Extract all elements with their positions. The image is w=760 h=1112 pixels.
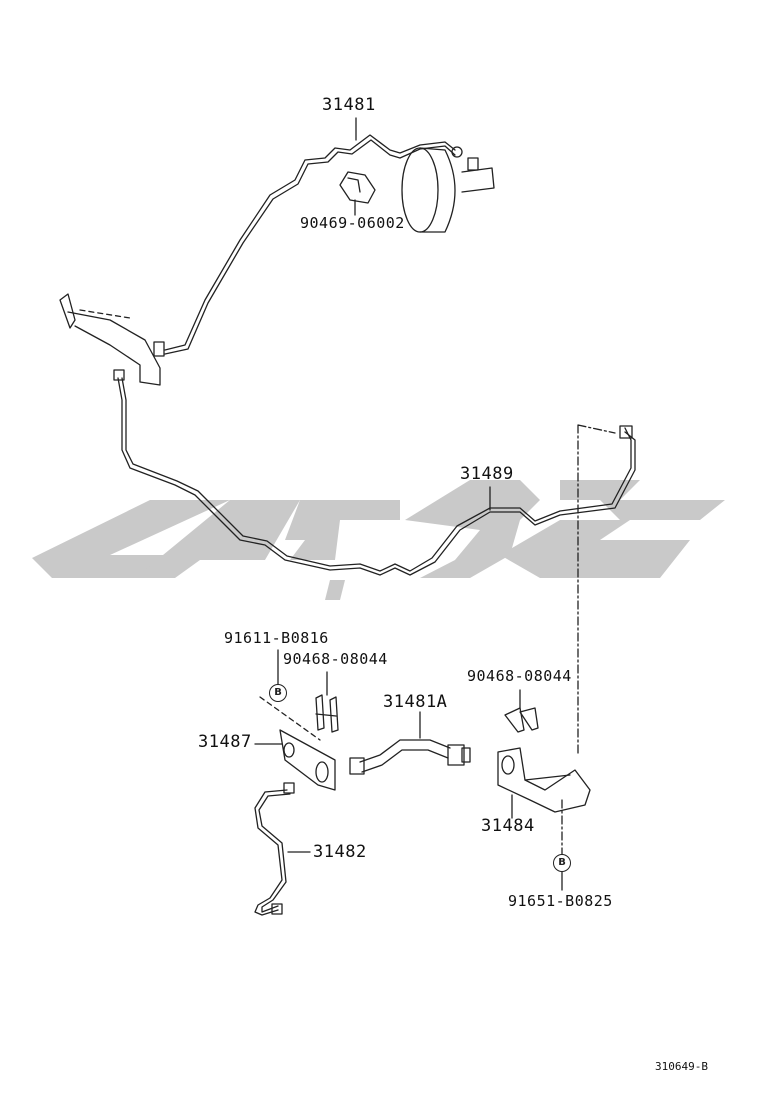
bracket-upper-left <box>59 293 165 386</box>
brake-booster-assembly <box>401 146 495 233</box>
pipe-31482 <box>254 782 311 916</box>
guide-line-right <box>577 424 616 756</box>
watermark-logo <box>32 480 725 600</box>
label-91651-B0825: 91651-B0825 <box>508 892 613 910</box>
label-90468-08044-right: 90468-08044 <box>467 667 572 685</box>
label-91611-B0816: 91611-B0816 <box>224 629 329 647</box>
pipe-31489 <box>113 369 636 576</box>
label-31484: 31484 <box>481 816 535 836</box>
bracket-31484 <box>497 747 591 819</box>
marker-b-lower: B <box>553 854 571 872</box>
label-31487: 31487 <box>198 732 252 752</box>
hose-31481A <box>349 711 471 775</box>
marker-b-upper: B <box>269 684 287 702</box>
clip-90468-right <box>504 689 539 733</box>
pipe-31481 <box>164 134 456 355</box>
clamp-90469 <box>339 171 376 216</box>
label-31481A: 31481A <box>383 692 448 712</box>
bracket-31487 <box>254 696 336 791</box>
label-90468-08044-left: 90468-08044 <box>283 650 388 668</box>
drawing-id: 310649-B <box>655 1060 708 1073</box>
label-90469-06002: 90469-06002 <box>300 214 405 232</box>
clip-90468-left <box>315 671 339 733</box>
label-31489: 31489 <box>460 464 514 484</box>
label-31481: 31481 <box>322 95 376 115</box>
label-31482: 31482 <box>313 842 367 862</box>
